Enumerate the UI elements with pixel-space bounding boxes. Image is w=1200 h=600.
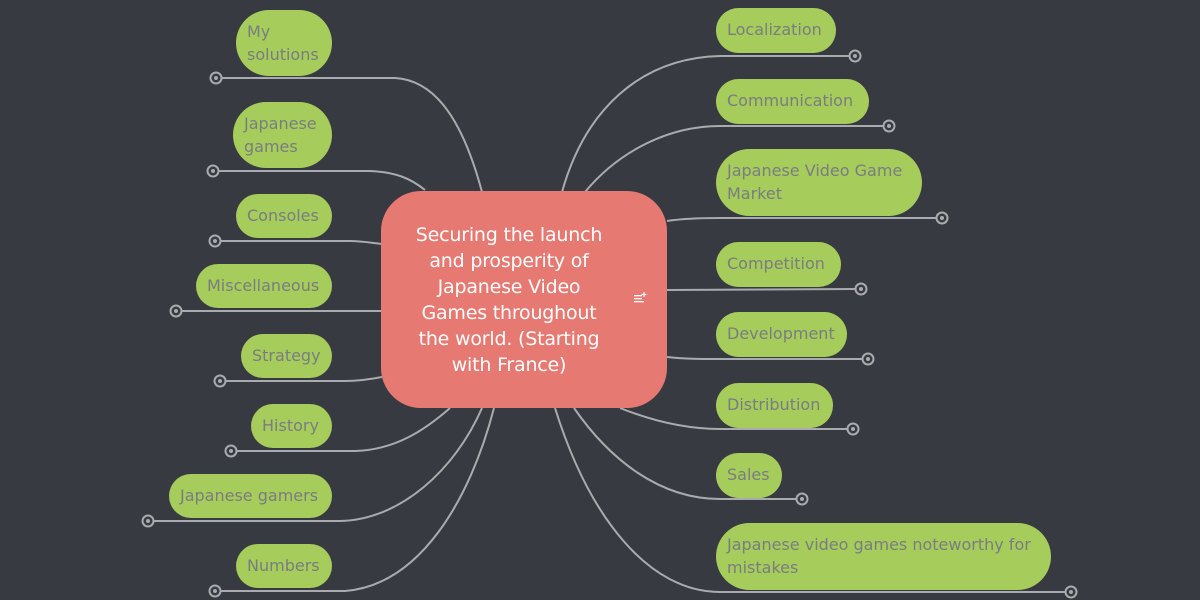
topic-distribution[interactable]: Distribution [716, 383, 833, 428]
topic-communication[interactable]: Communication [716, 79, 869, 124]
connector-strategy [226, 376, 383, 382]
topic-label: mistakes [727, 558, 799, 577]
topic-localization[interactable]: Localization [716, 8, 836, 53]
topic-competition[interactable]: Competition [716, 242, 841, 287]
collapse-toggle-history[interactable] [224, 444, 238, 458]
collapse-toggle-communication[interactable] [882, 119, 896, 133]
collapse-toggle-japanese-gamers[interactable] [141, 514, 155, 528]
topic-development[interactable]: Development [716, 312, 847, 357]
topic-japanese-video-game-market[interactable]: Japanese Video Game Market [716, 149, 922, 216]
connector-competition [666, 288, 856, 291]
collapse-toggle-consoles[interactable] [208, 234, 222, 248]
topic-noteworthy-mistakes[interactable]: Japanese video games noteworthy for mist… [716, 523, 1051, 590]
connector-consoles [221, 240, 383, 245]
collapse-toggle-strategy[interactable] [213, 374, 227, 388]
collapse-toggle-noteworthy-mistakes[interactable] [1064, 585, 1078, 599]
topic-label: Japanese Video Game [727, 161, 903, 180]
connector-sales [573, 407, 796, 500]
topic-japanese-gamers[interactable]: Japanese gamers [169, 474, 332, 518]
collapse-toggle-sales[interactable] [795, 492, 809, 506]
topic-label: Development [727, 324, 835, 343]
topic-consoles[interactable]: Consoles [236, 194, 332, 238]
connector-noteworthy-mistakes [554, 407, 1065, 593]
topic-label: My [247, 22, 271, 41]
notes-add-icon[interactable] [633, 291, 647, 305]
topic-label: History [262, 416, 319, 435]
topic-label: solutions [247, 45, 319, 64]
topic-strategy[interactable]: Strategy [241, 334, 332, 378]
topic-label: Localization [727, 20, 822, 39]
collapse-toggle-development[interactable] [861, 352, 875, 366]
central-line: and prosperity of [429, 249, 589, 272]
topic-history[interactable]: History [251, 404, 332, 448]
connector-development [666, 356, 862, 360]
central-line: with France) [451, 353, 567, 376]
topic-japanese-games[interactable]: Japanese games [233, 102, 332, 168]
collapse-toggle-miscellaneous[interactable] [169, 304, 183, 318]
connector-japanese-games [219, 170, 426, 191]
connector-my-solutions [222, 77, 483, 193]
topic-label: games [244, 137, 298, 156]
topic-my-solutions[interactable]: My solutions [236, 10, 332, 76]
collapse-toggle-japanese-video-game-market[interactable] [935, 211, 949, 225]
topic-label: Consoles [247, 206, 319, 225]
collapse-toggle-my-solutions[interactable] [209, 71, 223, 85]
connector-communication [584, 125, 883, 193]
topic-label: Japanese video games noteworthy for [727, 535, 1031, 554]
central-line: the world. (Starting [418, 327, 600, 350]
topic-label: Japanese [244, 114, 317, 133]
topic-sales[interactable]: Sales [716, 453, 782, 498]
connector-japanese-gamers [154, 407, 483, 522]
connector-history [237, 407, 451, 452]
collapse-toggle-numbers[interactable] [208, 584, 222, 598]
connector-japanese-video-game-market [666, 217, 936, 222]
collapse-toggle-japanese-games[interactable] [206, 164, 220, 178]
central-topic[interactable]: Securing the launch and prosperity of Ja… [381, 191, 667, 408]
connector-localization [561, 55, 849, 193]
topic-label: Strategy [252, 346, 321, 365]
topic-miscellaneous[interactable]: Miscellaneous [196, 264, 332, 308]
central-line: Japanese Video [437, 275, 581, 298]
topic-label: Market [727, 184, 782, 203]
topic-label: Numbers [247, 556, 320, 575]
central-topic-text: Securing the launch and prosperity of Ja… [415, 222, 603, 378]
topic-numbers[interactable]: Numbers [236, 544, 332, 588]
central-line: Securing the launch [415, 223, 603, 246]
connector-numbers [221, 407, 495, 592]
topic-label: Competition [727, 254, 825, 273]
topic-label: Japanese gamers [180, 486, 319, 505]
topic-label: Miscellaneous [207, 276, 320, 295]
collapse-toggle-localization[interactable] [848, 49, 862, 63]
central-line: Games throughout [421, 301, 597, 324]
collapse-toggle-distribution[interactable] [846, 422, 860, 436]
collapse-toggle-competition[interactable] [854, 282, 868, 296]
topic-label: Communication [727, 91, 854, 110]
topic-label: Sales [727, 465, 770, 484]
connector-distribution [619, 407, 847, 430]
topic-label: Distribution [727, 395, 821, 414]
